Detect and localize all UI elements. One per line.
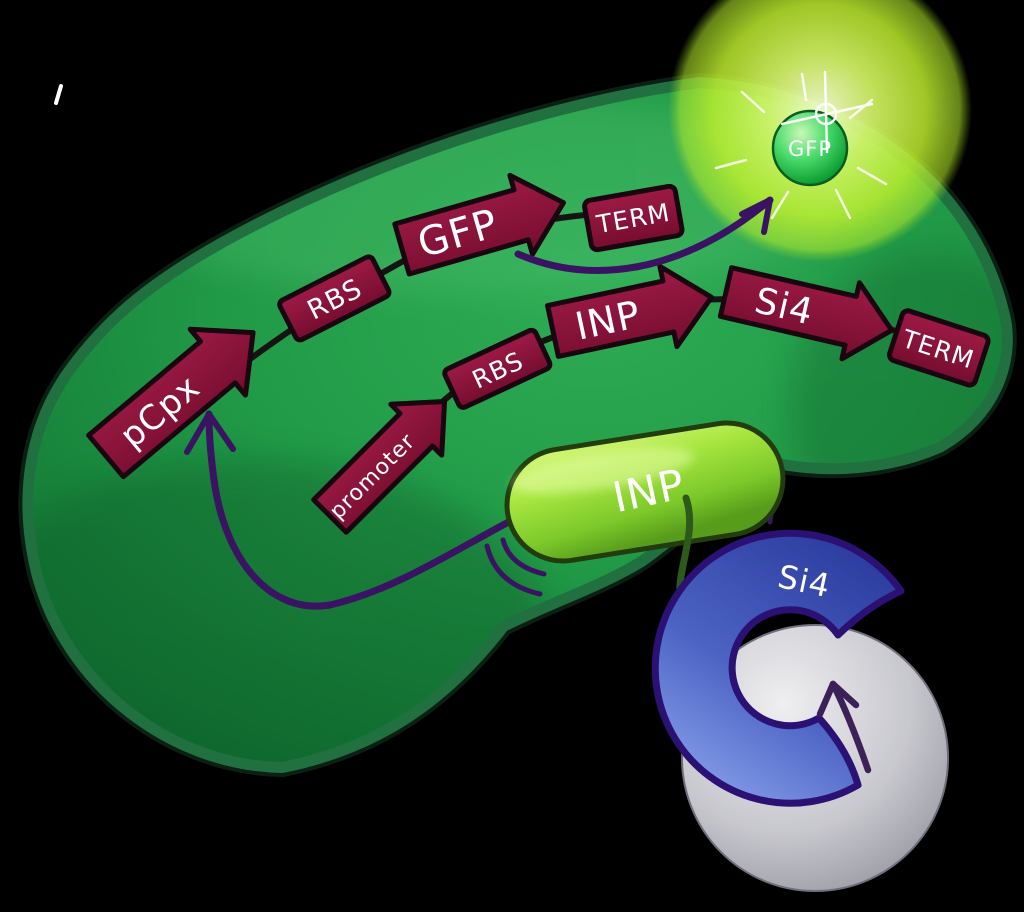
si4-gene-arrow: Si4 [717,265,895,362]
inp-membrane-protein: INP [504,420,786,564]
stray-mark [54,84,63,105]
substrate-uptake-arrow [816,680,872,774]
expression-arrow-gfp [514,196,774,274]
top-terminator-box: TERM [582,183,685,253]
gfp-rays [714,72,888,220]
bottom-cassette: promoter RBS INP Si4 TERM [311,263,991,535]
si4-protein-ring: Si4 [651,529,905,807]
gfp-protein-label: GFP [788,137,832,161]
sparkle-icon [780,70,874,154]
bottom-terminator-box: TERM [887,308,991,388]
top-cassette: pCpx RBS GFP TERM [86,172,685,480]
inp-highlight [512,447,694,494]
inp-gene-arrow: INP [545,263,714,359]
gfp-protein-ball: GFP [714,70,888,220]
vibration-arcs-left [484,537,547,597]
feedback-arrow-pcpx [184,410,520,610]
